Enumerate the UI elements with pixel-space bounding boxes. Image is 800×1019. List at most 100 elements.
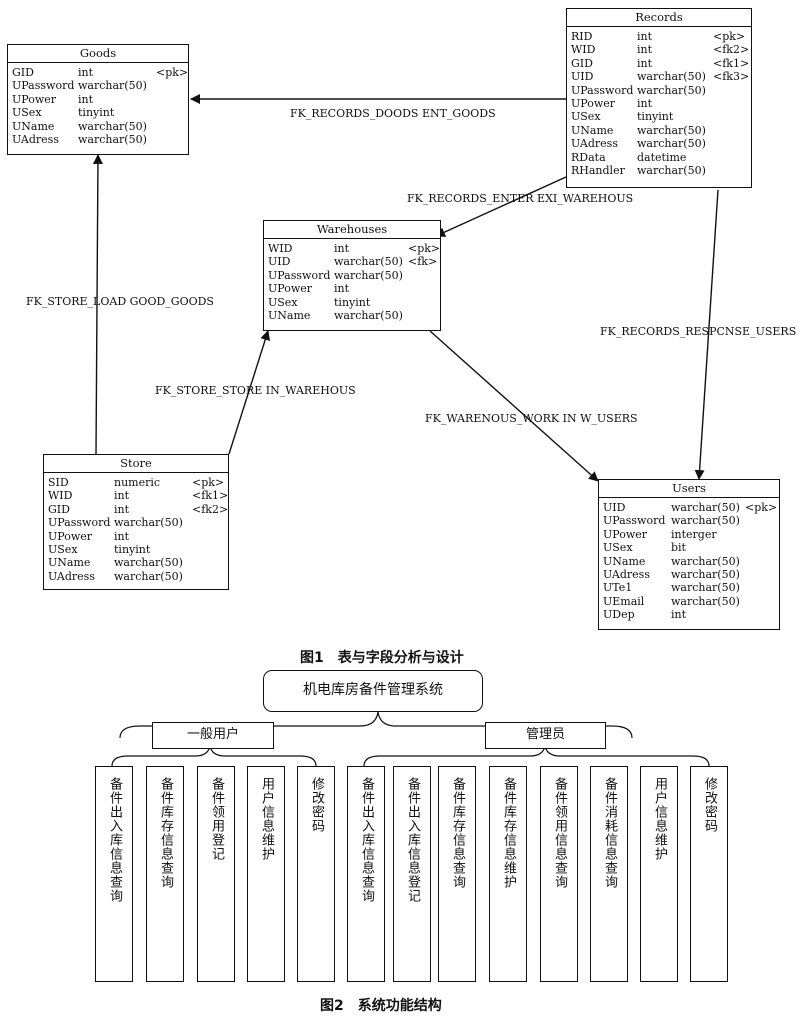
field-name: RID <box>571 30 593 43</box>
table-row: UAdress warchar(50) <box>44 570 228 583</box>
field-name: UPassword <box>48 516 111 530</box>
field-type: warchar(50) <box>637 70 706 84</box>
field-name: UPassword <box>12 79 75 93</box>
field-name: UAdress <box>12 132 59 146</box>
field-type: warchar(50) <box>671 567 740 581</box>
field-name: WID <box>48 489 73 503</box>
field-name: USex <box>571 110 601 124</box>
field-type: tinyint <box>114 542 151 556</box>
table-title: Goods <box>8 45 188 63</box>
field-type: int <box>114 529 130 543</box>
field-type: warchar(50) <box>78 132 147 146</box>
field-key: <fk3> <box>713 70 750 84</box>
field-type: warchar(50) <box>334 308 403 322</box>
field-key: <fk> <box>408 255 438 269</box>
table-row: RHandler warchar(50) <box>567 164 751 177</box>
field-key: <pk> <box>745 501 778 514</box>
edge-records-users <box>694 189 719 480</box>
table-title: Warehouses <box>264 221 440 239</box>
field-name: UName <box>268 308 311 322</box>
field-name: UDep <box>603 608 635 622</box>
field-name: SID <box>48 476 69 489</box>
field-type: warchar(50) <box>671 501 740 514</box>
field-type: warchar(50) <box>114 556 183 570</box>
function-box: 备件领用信息查询 <box>540 766 578 982</box>
field-name: UAdress <box>603 567 650 581</box>
field-key: <fk2> <box>192 502 229 516</box>
function-box: 修改密码 <box>297 766 335 982</box>
field-type: warchar(50) <box>637 163 706 177</box>
field-type: warchar(50) <box>671 594 740 608</box>
function-box: 备件出入库信息查询 <box>347 766 385 982</box>
table-row: UName warchar(50) <box>8 120 188 133</box>
edge-store-warehouses <box>228 330 271 455</box>
field-name: UName <box>603 554 646 568</box>
field-name: UAdress <box>571 137 618 151</box>
field-type: warchar(50) <box>671 581 740 595</box>
field-name: UID <box>571 70 594 84</box>
field-key: <fk1> <box>713 56 750 70</box>
field-key: <pk> <box>156 66 189 79</box>
field-type: int <box>78 92 94 106</box>
field-type: warchar(50) <box>637 123 706 137</box>
field-name: UName <box>48 556 91 570</box>
field-type: int <box>114 489 130 503</box>
edge-records-warehouses <box>435 176 567 237</box>
field-name: UPassword <box>268 268 331 282</box>
field-name: UAdress <box>48 569 95 583</box>
field-name: UName <box>571 123 614 137</box>
field-key: <pk> <box>408 242 441 255</box>
relation-label-records-warehouses: FK_RECORDS_ENTER EXI_WAREHOUS <box>407 192 634 205</box>
field-type: tinyint <box>78 106 115 120</box>
field-type: bit <box>671 541 686 555</box>
brace-root <box>119 711 633 739</box>
role-box-admin: 管理员 <box>485 722 606 749</box>
field-type: warchar(50) <box>78 119 147 133</box>
field-type: warchar(50) <box>114 569 183 583</box>
field-name: GID <box>571 56 593 70</box>
brace-admin <box>363 745 710 767</box>
table-row: UName warchar(50) <box>264 309 440 322</box>
relation-label-store-warehouses: FK_STORE_STORE IN_WAREHOUS <box>155 384 356 397</box>
function-box: 备件库存信息维护 <box>489 766 527 982</box>
field-name: USex <box>603 541 633 555</box>
field-type: warchar(50) <box>114 516 183 530</box>
function-box: 备件领用登记 <box>197 766 235 982</box>
field-name: RHandler <box>571 163 625 177</box>
relation-label-records-goods: FK_RECORDS_DOODS ENT_GOODS <box>290 107 496 120</box>
table-title: Records <box>567 9 751 27</box>
field-key: <pk> <box>713 30 746 43</box>
field-name: UTe1 <box>603 581 633 595</box>
function-box: 备件库存信息查询 <box>438 766 476 982</box>
relation-label-warehouses-users: FK_WARENOUS_WORK IN W_USERS <box>425 412 638 425</box>
table-goods: Goods GID int <pk> UPassword warchar(50) UP… <box>7 44 189 155</box>
field-name: GID <box>48 502 70 516</box>
table-row: UName warchar(50) <box>567 124 751 137</box>
field-name: UName <box>12 119 55 133</box>
brace-general-user <box>111 745 317 767</box>
field-name: UPower <box>603 527 648 541</box>
field-name: GID <box>12 66 34 79</box>
field-type: tinyint <box>334 295 371 309</box>
